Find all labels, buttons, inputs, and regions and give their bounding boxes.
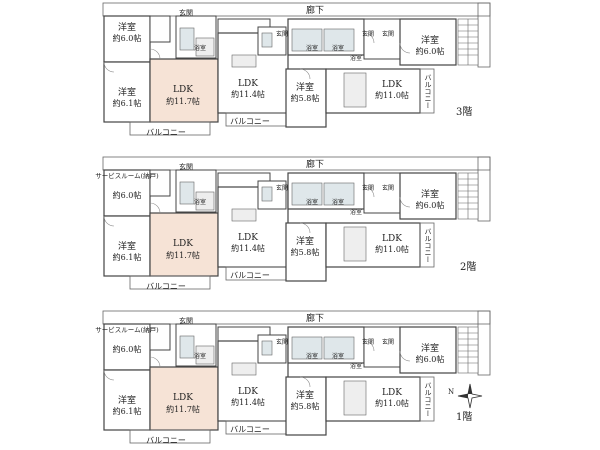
floor-3: 廊下 洋室 約6.0帖 洋室 約6.1帖 LDK 約11.7帖 LDK 約11.… bbox=[102, 2, 491, 137]
compass-north-label: N bbox=[448, 388, 454, 396]
room-label: LDK bbox=[238, 233, 258, 243]
room-size: 約11.0帖 bbox=[375, 398, 409, 408]
entrance-label: 玄関 bbox=[276, 184, 288, 192]
room-label: LDK bbox=[382, 388, 402, 398]
room-size: 約6.0帖 bbox=[416, 46, 445, 56]
corridor-label: 廊下 bbox=[306, 158, 324, 170]
entrance-label: 玄関 bbox=[276, 30, 288, 38]
compass-star-icon: N bbox=[448, 383, 483, 409]
room-size: 約11.7帖 bbox=[166, 250, 200, 260]
bath-label: 浴室 bbox=[194, 198, 206, 206]
entrance-label: 玄関 bbox=[362, 338, 374, 346]
room-size: 約5.8帖 bbox=[291, 401, 320, 411]
room-label: LDK bbox=[238, 387, 258, 397]
bath-label: 浴室 bbox=[194, 352, 206, 360]
room-label: 洋室 bbox=[118, 394, 136, 406]
room-label: 洋室 bbox=[118, 86, 136, 98]
room-label: LDK bbox=[173, 85, 193, 95]
balcony-label: バルコニー bbox=[424, 74, 432, 109]
room-label: LDK bbox=[173, 393, 193, 403]
floor-1: 廊下 サービスルーム(納戸) 約6.0帖 洋室 約6.1帖 LDK 約11.7帖… bbox=[95, 310, 491, 445]
bath-label: 浴室 bbox=[332, 198, 344, 206]
room-label: 洋室 bbox=[118, 240, 136, 252]
room-size: 約5.8帖 bbox=[291, 247, 320, 257]
floor-label: 2階 bbox=[460, 261, 476, 273]
floor-label: 1階 bbox=[456, 411, 472, 423]
balcony-label: バルコニー bbox=[146, 436, 186, 445]
room-size: 約6.0帖 bbox=[416, 200, 445, 210]
room-label: LDK bbox=[173, 239, 193, 249]
room-size: 約6.0帖 bbox=[113, 33, 142, 43]
room-size: 約11.0帖 bbox=[375, 244, 409, 254]
room-label: 洋室 bbox=[118, 21, 136, 33]
entrance-label: 玄関 bbox=[382, 30, 394, 38]
room-label: LDK bbox=[382, 80, 402, 90]
balcony-label: バルコニー bbox=[146, 282, 186, 291]
bath-label: 浴室 bbox=[306, 44, 318, 52]
balcony-label: バルコニー bbox=[424, 228, 432, 263]
entrance-label: 玄関 bbox=[179, 316, 193, 325]
balcony-label: バルコニー bbox=[230, 425, 270, 434]
corridor-label: 廊下 bbox=[306, 312, 324, 324]
entrance-label: 玄関 bbox=[382, 338, 394, 346]
room-size: 約11.0帖 bbox=[375, 90, 409, 100]
room-size: 約6.0帖 bbox=[113, 344, 142, 354]
corridor-label: 廊下 bbox=[306, 4, 324, 16]
room-label: 洋室 bbox=[421, 342, 439, 354]
room-size: 約11.7帖 bbox=[166, 404, 200, 414]
bath-label: 浴室 bbox=[350, 54, 362, 62]
room-label: 洋室 bbox=[421, 188, 439, 200]
room-label: 洋室 bbox=[296, 389, 314, 401]
entrance-label: 玄関 bbox=[179, 8, 193, 17]
bath-label: 浴室 bbox=[306, 352, 318, 360]
room-label: 洋室 bbox=[421, 34, 439, 46]
bath-label: 浴室 bbox=[332, 44, 344, 52]
bath-label: 浴室 bbox=[350, 208, 362, 216]
bath-label: 浴室 bbox=[194, 44, 206, 52]
room-label: LDK bbox=[238, 79, 258, 89]
room-size: 約5.8帖 bbox=[291, 93, 320, 103]
room-label: LDK bbox=[382, 234, 402, 244]
room-size: 約6.1帖 bbox=[113, 98, 142, 108]
entrance-label: 玄関 bbox=[362, 30, 374, 38]
room-label: 洋室 bbox=[296, 235, 314, 247]
room-size: 約6.0帖 bbox=[113, 190, 142, 200]
room-size: 約11.4帖 bbox=[231, 89, 265, 99]
entrance-label: 玄関 bbox=[276, 338, 288, 346]
room-size: 約6.1帖 bbox=[113, 406, 142, 416]
bath-label: 浴室 bbox=[332, 352, 344, 360]
entrance-label: 玄関 bbox=[382, 184, 394, 192]
room-label: 洋室 bbox=[296, 81, 314, 93]
room-size: 約11.4帖 bbox=[231, 397, 265, 407]
balcony-label: バルコニー bbox=[424, 382, 432, 417]
balcony-label: バルコニー bbox=[146, 128, 186, 137]
room-label: サービスルーム(納戸) bbox=[95, 325, 159, 334]
room-size: 約11.4帖 bbox=[231, 243, 265, 253]
room-size: 約6.1帖 bbox=[113, 252, 142, 262]
room-size: 約6.0帖 bbox=[416, 354, 445, 364]
room-size: 約11.7帖 bbox=[166, 96, 200, 106]
entrance-label: 玄関 bbox=[362, 184, 374, 192]
entrance-label: 玄関 bbox=[179, 162, 193, 171]
floor-label: 3階 bbox=[456, 106, 472, 118]
room-label: サービスルーム(納戸) bbox=[95, 171, 159, 180]
balcony-label: バルコニー bbox=[230, 117, 270, 126]
balcony-label: バルコニー bbox=[230, 271, 270, 280]
bath-label: 浴室 bbox=[350, 362, 362, 370]
bath-label: 浴室 bbox=[306, 198, 318, 206]
floor-2: 廊下 サービスルーム(納戸) 約6.0帖 洋室 約6.1帖 LDK 約11.7帖… bbox=[95, 156, 491, 291]
